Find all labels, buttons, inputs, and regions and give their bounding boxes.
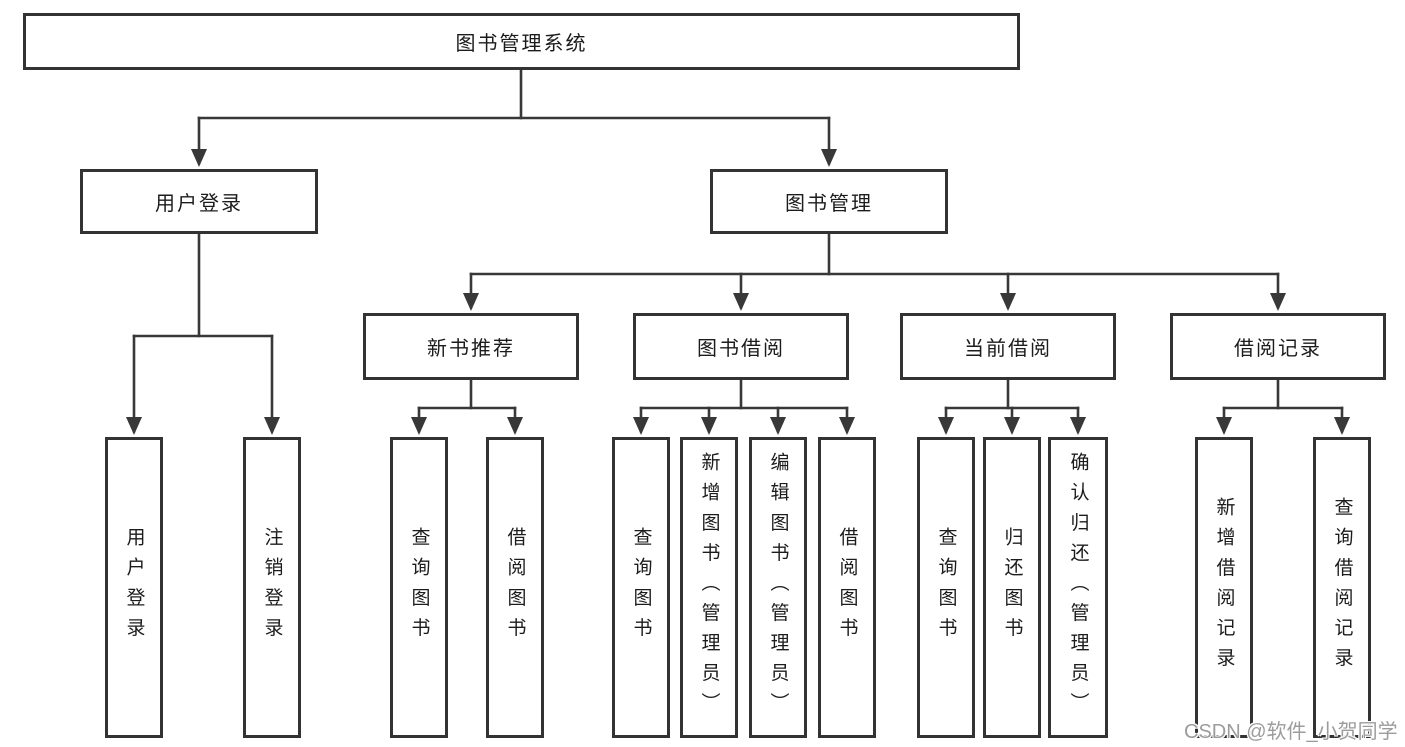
node-borrowing-records: 借阅记录 bbox=[1170, 313, 1386, 380]
node-user-login-leaf: 用户登录 bbox=[105, 437, 163, 738]
node-book-management-branch: 图书管理 bbox=[710, 169, 948, 234]
node-add-borrow-record: 新增借阅记录 bbox=[1195, 437, 1253, 738]
node-borrow-books-recommend: 借阅图书 bbox=[486, 437, 544, 738]
node-book-borrowing: 图书借阅 bbox=[633, 313, 849, 380]
csdn-watermark: CSDN @软件_小贺同学 bbox=[1184, 721, 1398, 743]
node-new-book-recommend: 新书推荐 bbox=[363, 313, 579, 380]
node-confirm-return-admin: 确认归还（管理员） bbox=[1048, 437, 1108, 738]
node-logout-leaf: 注销登录 bbox=[243, 437, 301, 738]
node-library-management-system: 图书管理系统 bbox=[23, 13, 1020, 70]
node-current-borrowing: 当前借阅 bbox=[900, 313, 1116, 380]
node-borrow-books-leaf: 借阅图书 bbox=[818, 437, 876, 738]
node-user-login-branch: 用户登录 bbox=[80, 169, 318, 234]
node-query-books-recommend: 查询图书 bbox=[390, 437, 448, 738]
node-query-borrow-record: 查询借阅记录 bbox=[1313, 437, 1371, 738]
node-return-books: 归还图书 bbox=[983, 437, 1041, 738]
node-query-books-borrowing: 查询图书 bbox=[612, 437, 670, 738]
node-add-book-admin: 新增图书（管理员） bbox=[680, 437, 738, 738]
node-query-books-current: 查询图书 bbox=[917, 437, 975, 738]
node-edit-book-admin: 编辑图书（管理员） bbox=[749, 437, 807, 738]
